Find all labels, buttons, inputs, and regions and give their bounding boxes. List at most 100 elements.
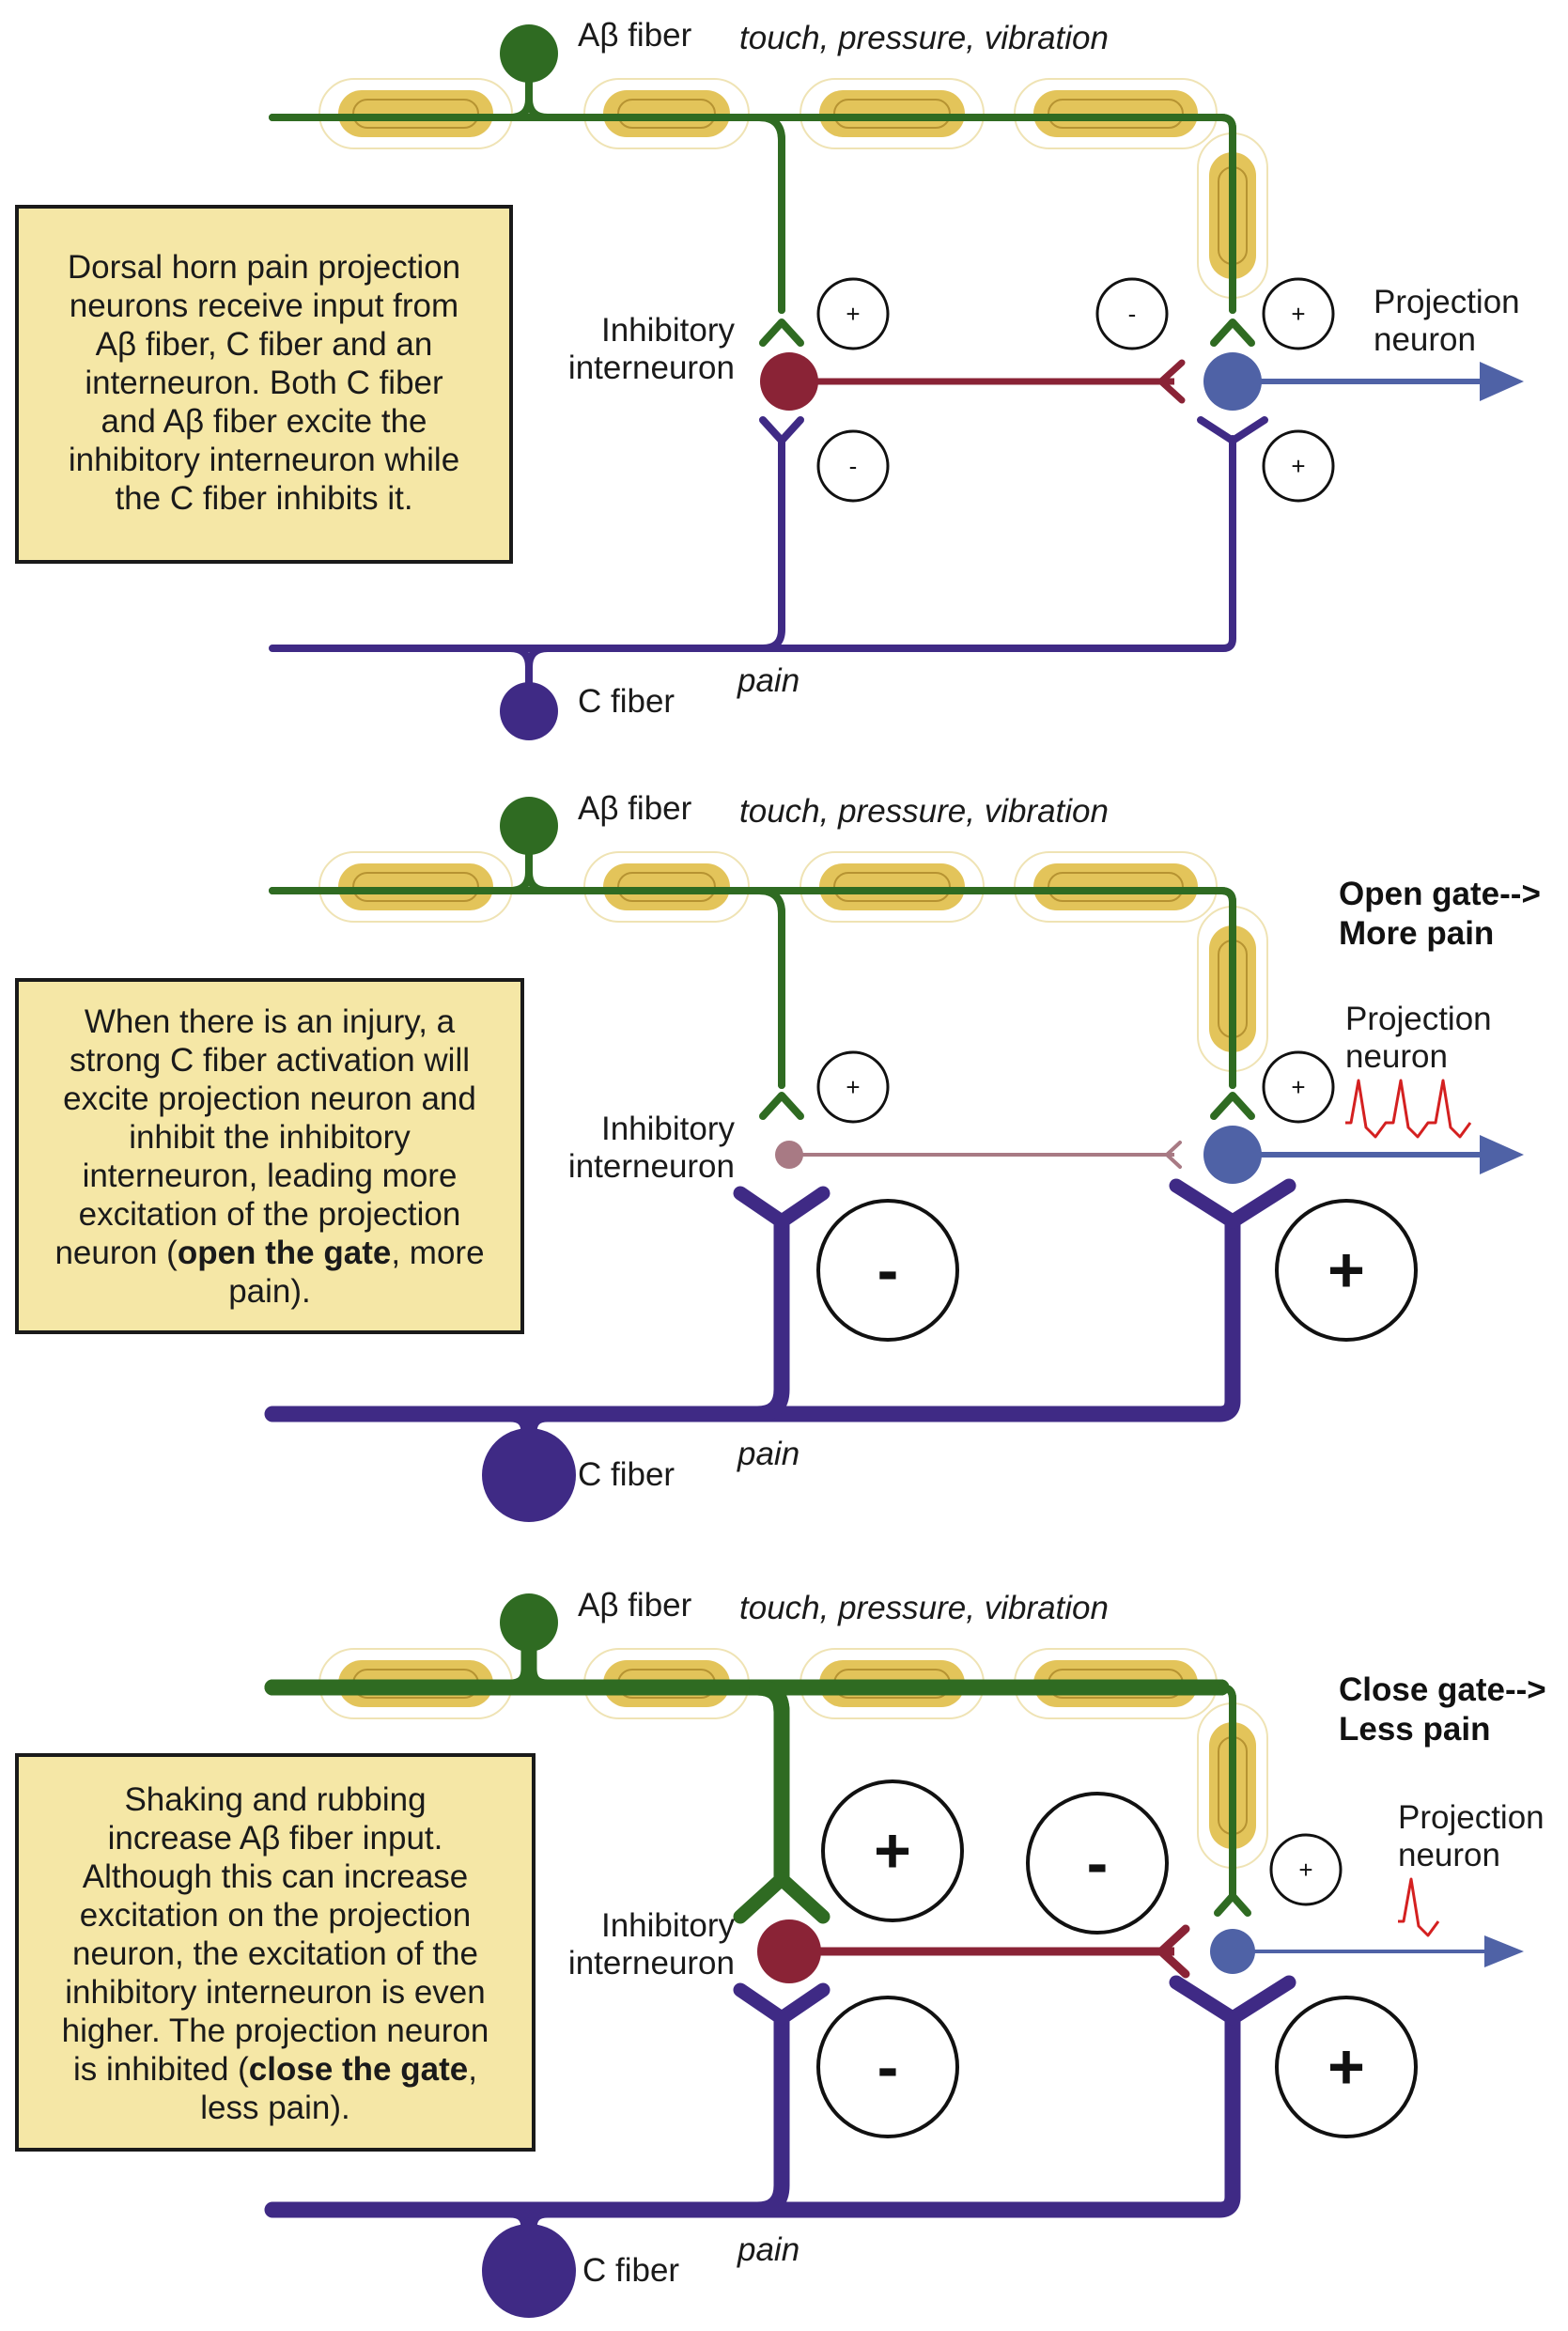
plus-sign: + (1327, 2031, 1365, 2103)
interneuron-soma (760, 352, 818, 411)
description-box: When there is an injury, a strong C fibe… (15, 978, 524, 1334)
inhibitory-interneuron-group: Inhibitory interneuron (568, 1111, 1182, 1185)
sign-ab-to-projection: + (1262, 1050, 1335, 1124)
description-line: inhibitory interneuron while (69, 442, 459, 478)
ab-fiber-branch-over (755, 887, 785, 1089)
synapse-c-projection (1169, 1178, 1296, 1229)
description-line: and Aβ fiber excite the (101, 403, 427, 440)
description-box-bg (15, 205, 513, 564)
synapse-terminal (1210, 1092, 1255, 1120)
interneuron-label-line2: interneuron (568, 1148, 735, 1185)
projection-soma (1210, 1929, 1255, 1974)
c-fiber-axon (264, 2010, 1241, 2218)
ab-modality-label: touch, pressure, vibration (739, 1590, 1109, 1626)
text-segment: less pain). (200, 2090, 350, 2126)
synapse-ab-interneuron (759, 1092, 804, 1120)
c-modality-label: pain (737, 1436, 800, 1472)
synapse-terminal (1169, 1975, 1296, 2026)
description-line: interneuron, leading more (83, 1158, 458, 1194)
ab-modality-label: touch, pressure, vibration (739, 20, 1109, 56)
description-line: increase Aβ fiber input. (108, 1820, 443, 1857)
ab-fiber-soma (500, 1593, 558, 1652)
text-segment: neuron, the excitation of the (72, 1935, 478, 1972)
sign-c-to-projection: + (1262, 429, 1335, 503)
synapse-c-projection (1169, 1975, 1296, 2026)
interneuron-label-line1: Inhibitory (601, 1907, 736, 1944)
projection-neuron-group: Projection neuron (1210, 1799, 1545, 1974)
synapse-terminal (759, 416, 804, 444)
sign-c-to-interneuron: - (816, 429, 890, 503)
text-segment: higher. The projection neuron (62, 2012, 489, 2049)
description-line: excitation on the projection (80, 1897, 471, 1934)
sign-c-to-projection: + (1275, 1996, 1418, 2138)
synapse-terminal (759, 319, 804, 347)
description-line: the C fiber inhibits it. (115, 480, 412, 517)
interneuron-soma (775, 1141, 803, 1169)
ab-fiber-branch-over (749, 1679, 790, 1888)
description-line: interneuron. Both C fiber (85, 365, 443, 401)
synapse-terminal (733, 1872, 831, 1924)
plus-sign: + (1291, 300, 1305, 328)
text-segment: inhibitory interneuron is even (65, 1974, 485, 2011)
c-fiber-label: C fiber (582, 2252, 679, 2289)
c-fiber-label: C fiber (578, 683, 675, 720)
text-segment: Although this can increase (83, 1858, 469, 1895)
plus-sign: + (1291, 1073, 1305, 1101)
panel-close-gate: Aβ fiber touch, pressure, vibration C fi… (15, 1587, 1546, 2318)
text-segment: is inhibited ( (73, 2051, 249, 2088)
minus-sign: - (1087, 1827, 1109, 1899)
projection-label-line2: neuron (1374, 321, 1476, 358)
description-line: Dorsal horn pain projection (68, 249, 460, 286)
description-line: When there is an injury, a (85, 1003, 456, 1040)
description-line: Shaking and rubbing (124, 1781, 426, 1818)
interneuron-terminal (1157, 359, 1186, 404)
projection-arrowhead (1480, 1135, 1524, 1174)
synapse-ab-interneuron (759, 319, 804, 347)
spike-train (1345, 1079, 1472, 1139)
c-fiber-branch-to-interneuron (749, 2010, 790, 2218)
minus-sign: - (877, 2031, 899, 2103)
ab-fiber-soma (500, 797, 558, 855)
description-line: excitation of the projection (79, 1196, 461, 1233)
description-line: Aβ fiber, C fiber and an (96, 326, 433, 363)
sign-interneuron-to-projection: - (1095, 277, 1169, 350)
synapse-terminal (759, 1092, 804, 1120)
ab-fiber-branch-over (755, 114, 785, 314)
text-segment: Dorsal horn pain projection (68, 249, 460, 286)
text-segment: Shaking and rubbing (124, 1781, 426, 1818)
description-box: Shaking and rubbing increase Aβ fiber in… (15, 1753, 536, 2152)
interneuron-terminal (1157, 1924, 1190, 1979)
ab-fiber-thin-over (1218, 1684, 1236, 1900)
synapse-c-interneuron (733, 1186, 831, 1229)
synapse-ab-interneuron (733, 1872, 831, 1924)
description-line: inhibitory interneuron is even (65, 1974, 485, 2011)
gate-status-line2: More pain (1339, 915, 1494, 952)
sign-interneuron-to-projection: - (1026, 1792, 1169, 1935)
interneuron-label-line2: interneuron (568, 350, 735, 386)
description-box-bg (15, 1753, 536, 2152)
ab-fiber-axon-over (269, 887, 1236, 1089)
plus-sign: + (846, 300, 860, 328)
interneuron-label-line1: Inhibitory (601, 312, 736, 349)
ab-modality-label: touch, pressure, vibration (739, 793, 1109, 830)
interneuron-soma (757, 1919, 821, 1983)
description-line: neuron (open the gate, more (54, 1235, 484, 1271)
sign-c-to-projection: + (1275, 1199, 1418, 1342)
schwann-cells (318, 851, 1268, 1072)
plus-sign: + (1291, 452, 1305, 480)
description-line: is inhibited (close the gate, (73, 2051, 477, 2088)
text-segment: excitation on the projection (80, 1897, 471, 1934)
spike-train (1398, 1877, 1440, 1937)
text-segment: , (468, 2051, 477, 2088)
gate-status-line1: Close gate--> (1339, 1671, 1546, 1708)
synapse-terminal (733, 1982, 831, 2026)
ab-fiber-label: Aβ fiber (578, 790, 692, 827)
text-segment: neuron ( (54, 1235, 178, 1271)
plus-sign: + (846, 1073, 860, 1101)
c-modality-label: pain (737, 2231, 800, 2268)
panel-baseline: Aβ fiber touch, pressure, vibration C fi… (15, 17, 1524, 740)
synapse-terminal (1197, 416, 1268, 444)
text-segment: excite projection neuron and (63, 1080, 476, 1117)
text-segment: When there is an injury, a (85, 1003, 456, 1040)
